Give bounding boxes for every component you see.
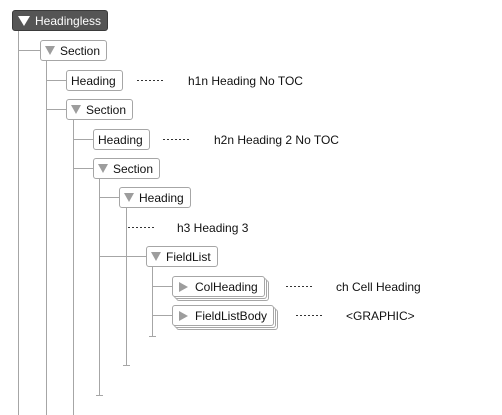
node-label: Section [113,161,154,176]
section-node-2[interactable]: Section [66,99,134,120]
node-label: Headingless [35,13,102,28]
triangle-down-icon[interactable] [18,15,30,26]
fieldlist-node[interactable]: FieldList [146,246,218,267]
node-label: ColHeading [195,279,258,294]
node-label: FieldListBody [195,308,268,323]
heading-3-value: h3 Heading 3 [177,221,249,235]
node-label: Heading [139,190,184,205]
heading-node-2[interactable]: Heading [93,129,150,150]
section-node-3[interactable]: Section [93,158,161,179]
heading-1-value: h1n Heading No TOC [188,74,303,88]
triangle-down-icon[interactable] [124,193,134,202]
fieldlistbody-node[interactable]: FieldListBody [172,305,275,326]
heading-2-value: h2n Heading 2 No TOC [214,133,339,147]
heading-node-3[interactable]: Heading [119,187,191,208]
node-label: Section [86,102,127,117]
triangle-right-icon[interactable] [179,281,188,292]
triangle-down-icon[interactable] [151,252,161,261]
heading-node-1[interactable]: Heading [66,70,123,91]
triangle-down-icon[interactable] [71,105,81,114]
node-label: Section [60,43,101,58]
node-label: FieldList [166,249,211,264]
section-node-1[interactable]: Section [40,40,108,61]
triangle-right-icon[interactable] [179,310,188,321]
triangle-down-icon[interactable] [45,46,55,55]
node-label: Heading [98,132,143,147]
colheading-value: ch Cell Heading [336,280,421,294]
triangle-down-icon[interactable] [98,164,108,173]
fieldlistbody-value: <GRAPHIC> [346,309,415,323]
colheading-node[interactable]: ColHeading [172,276,265,297]
node-label: Heading [71,73,116,88]
root-node-headingless[interactable]: Headingless [12,10,109,31]
